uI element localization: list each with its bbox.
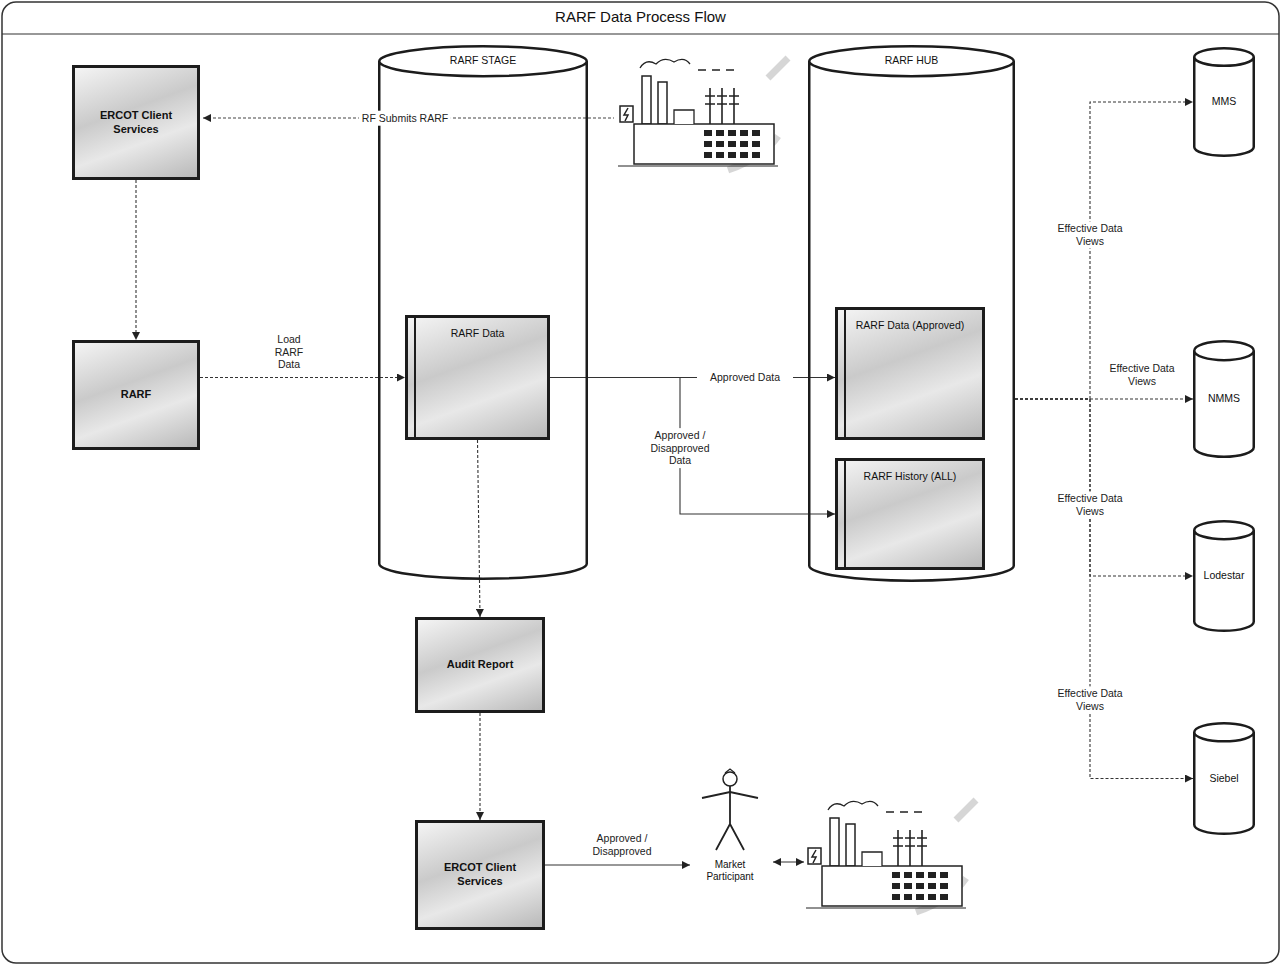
data-box: RARF Data (Approved) (835, 307, 985, 440)
database-cylinder: MMS (1193, 47, 1255, 157)
connector (545, 864, 690, 865)
node-label: RARF STAGE (378, 54, 588, 67)
node-label: Market Participant (690, 859, 770, 883)
edge-label: Effective Data Views (1051, 686, 1129, 713)
connector (478, 440, 481, 617)
annotation-label: RF Submits RARF (359, 111, 451, 126)
database-cylinder: Lodestar (1193, 520, 1255, 632)
connector (135, 180, 136, 340)
node-label: RARF History (ALL) (838, 470, 982, 483)
node-label: NMMS (1208, 392, 1240, 405)
node-label: RARF (121, 388, 152, 402)
data-box: RARF History (ALL) (835, 458, 985, 570)
person-figure (702, 786, 758, 850)
connector (550, 378, 835, 515)
connector (200, 377, 405, 378)
connector (1015, 399, 1193, 576)
cylinder-outline (1194, 723, 1254, 834)
edge-label: Approved / Disapproved Data (635, 428, 725, 468)
edge-label: Effective Data Views (1051, 491, 1129, 518)
database-cylinder: RARF Data (Approved) RARF History (ALL) RA… (808, 45, 1015, 582)
person-figure (690, 768, 770, 854)
node-label: RARF HUB (808, 54, 1015, 67)
actor-figure: Market Participant (690, 768, 770, 883)
participant-line (773, 861, 804, 862)
process-box: Audit Report (415, 617, 545, 713)
cylinder-outline (809, 46, 1014, 581)
node-label: MMS (1212, 95, 1237, 108)
connector (1015, 102, 1193, 399)
diagram-title: RARF Data Process Flow (0, 8, 1281, 25)
cylinder-outline (1194, 341, 1254, 457)
node-label: Audit Report (447, 658, 514, 672)
process-box: ERCOT Client Services (72, 65, 200, 180)
node-label: Siebel (1209, 772, 1238, 785)
edge-label: Effective Data Views (1103, 361, 1181, 388)
power-plant-icon (806, 800, 976, 912)
database-cylinder: Siebel (1193, 722, 1255, 835)
process-box: ERCOT Client Services (415, 820, 545, 930)
edge-label: Approved / Disapproved (581, 831, 663, 858)
cylinder-outline (379, 46, 587, 579)
cylinder-outline (1194, 521, 1254, 631)
cylinder-outline (1194, 48, 1254, 156)
node-label: RARF Data (408, 327, 547, 340)
edge-label: Effective Data Views (1051, 221, 1129, 248)
edge-label: Approved Data (697, 370, 793, 385)
connector (479, 713, 480, 820)
person-figure (723, 772, 737, 786)
node-label: Lodestar (1204, 569, 1245, 582)
edge-label: Load RARF Data (266, 332, 312, 372)
node-label: ERCOT Client Services (424, 861, 536, 889)
data-box: RARF Data (405, 315, 550, 440)
process-box: RARF (72, 340, 200, 450)
node-label: RARF Data (Approved) (838, 319, 982, 332)
node-label: ERCOT Client Services (81, 109, 191, 137)
power-plant-icon (618, 58, 788, 170)
connector-layer (136, 102, 1193, 865)
connector (1015, 399, 1193, 779)
title-divider (2, 33, 1279, 34)
person-figure (725, 769, 735, 773)
database-cylinder: NMMS (1193, 340, 1255, 458)
